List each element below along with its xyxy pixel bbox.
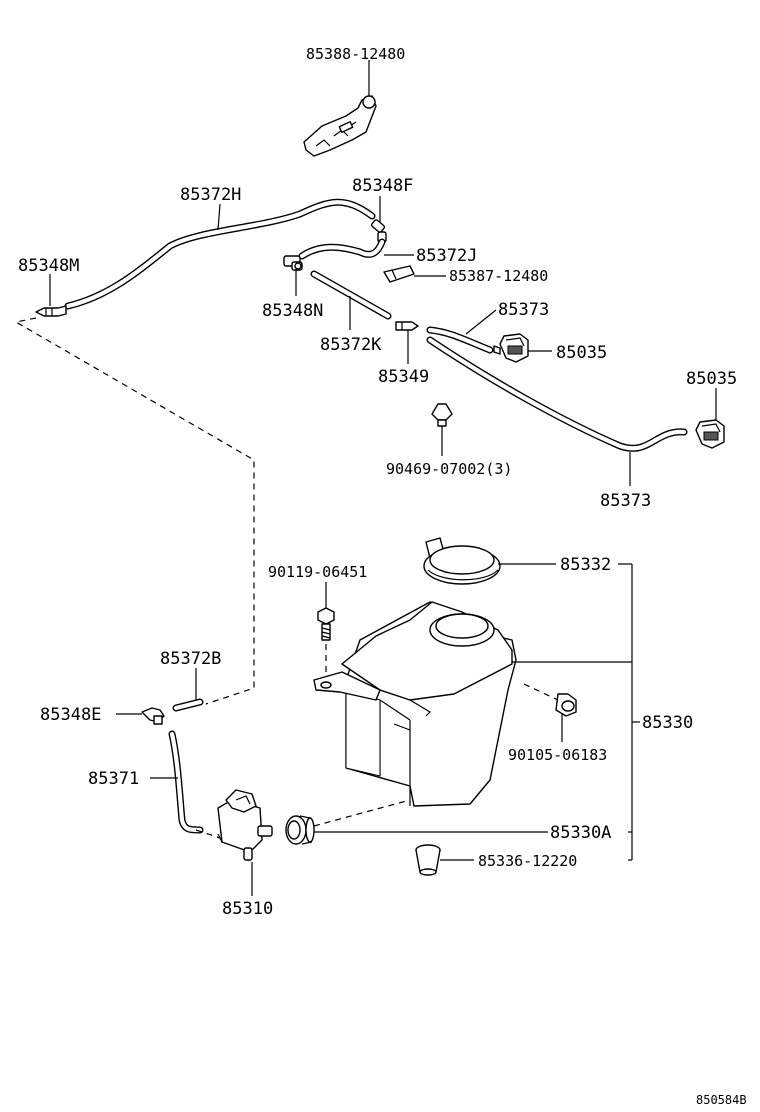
label-85035-b: 85035 xyxy=(686,369,737,389)
cap-85332 xyxy=(423,537,501,585)
label-85310: 85310 xyxy=(222,899,273,919)
nozzle-85035-a xyxy=(499,333,529,363)
label-90469-07002: 90469-07002(3) xyxy=(386,460,512,478)
label-85388-12480: 85388-12480 xyxy=(306,45,405,63)
label-90105-06183: 90105-06183 xyxy=(508,746,607,764)
label-85372k: 85372K xyxy=(320,335,382,355)
label-85336-12220: 85336-12220 xyxy=(478,852,577,870)
hose-85373-upper xyxy=(426,326,501,355)
hose-85371 xyxy=(168,730,204,834)
label-85348f: 85348F xyxy=(352,176,413,196)
connector-85348e xyxy=(141,707,165,725)
label-85330a: 85330A xyxy=(550,823,611,843)
label-85330: 85330 xyxy=(642,713,693,733)
clip-90469 xyxy=(431,403,453,427)
label-85332: 85332 xyxy=(560,555,611,575)
nozzle-85035-b xyxy=(695,419,725,449)
label-85035-a: 85035 xyxy=(556,343,607,363)
hose-85372j xyxy=(298,238,386,260)
tank-85330 xyxy=(313,601,517,807)
hose-85372h xyxy=(64,198,376,310)
connector-85348m xyxy=(35,305,67,317)
bolt-90105 xyxy=(555,693,577,717)
label-85387-12480: 85387-12480 xyxy=(449,267,548,285)
bracket-85388 xyxy=(303,95,377,157)
label-85373-upper: 85373 xyxy=(498,300,549,320)
grommet-85330a xyxy=(285,815,315,845)
filter-85336 xyxy=(415,844,441,876)
label-85348e: 85348E xyxy=(40,705,101,725)
label-85348m: 85348M xyxy=(18,256,79,276)
label-85373-lower: 85373 xyxy=(600,491,651,511)
label-90119-06451: 90119-06451 xyxy=(268,563,367,581)
label-85371: 85371 xyxy=(88,769,139,789)
label-85372b: 85372B xyxy=(160,649,221,669)
bolt-90119 xyxy=(317,607,335,641)
label-85348n: 85348N xyxy=(262,301,323,321)
connector-85348f xyxy=(370,219,387,243)
pump-85310 xyxy=(217,789,273,861)
diagram-reference-number: 850584B xyxy=(696,1093,747,1107)
clip-85387 xyxy=(383,265,415,283)
connector-85348n xyxy=(283,255,303,271)
connector-85349 xyxy=(395,321,419,331)
tube-85372b xyxy=(172,698,204,712)
tube-85372k xyxy=(310,270,392,320)
label-85349: 85349 xyxy=(378,367,429,387)
label-85372j: 85372J xyxy=(416,246,477,266)
hose-85373-lower xyxy=(426,336,688,452)
label-85372h: 85372H xyxy=(180,185,241,205)
